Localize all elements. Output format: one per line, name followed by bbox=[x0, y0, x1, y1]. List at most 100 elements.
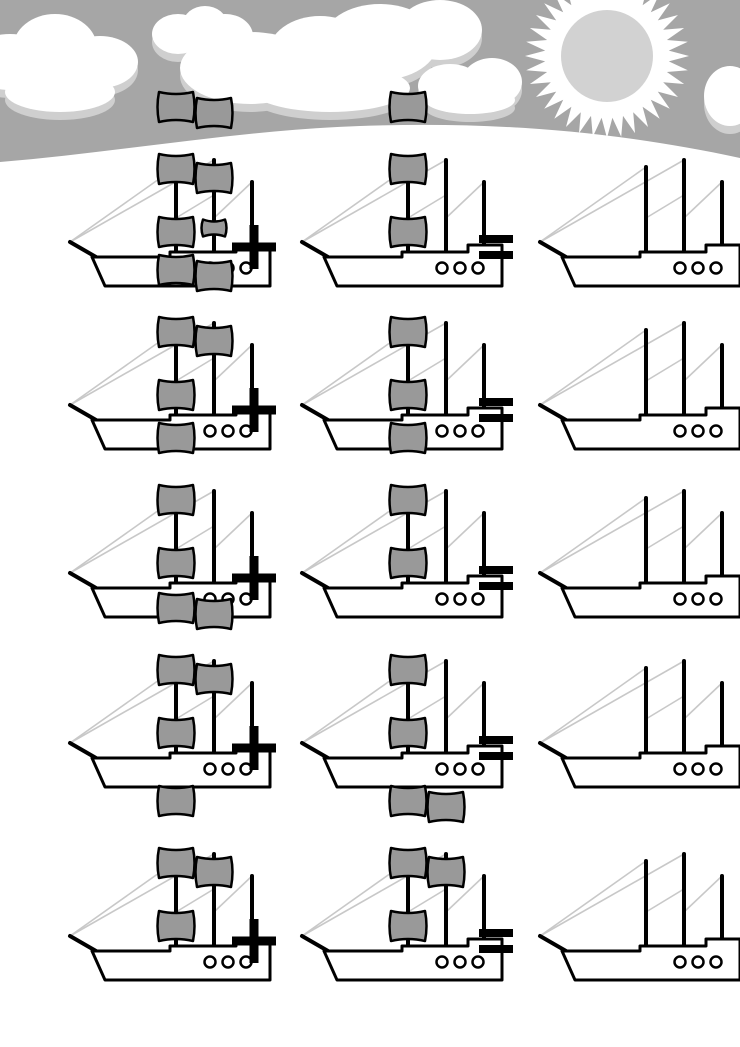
porthole bbox=[673, 424, 687, 438]
porthole bbox=[471, 424, 485, 438]
ship-hull bbox=[560, 937, 740, 982]
ship-answer-blank bbox=[538, 158, 740, 288]
sail bbox=[388, 846, 428, 880]
bowsprit bbox=[300, 741, 330, 760]
porthole bbox=[203, 424, 217, 438]
porthole bbox=[435, 762, 449, 776]
sail bbox=[156, 90, 196, 124]
porthole bbox=[221, 424, 235, 438]
porthole bbox=[709, 955, 723, 969]
sail bbox=[156, 546, 196, 580]
sail bbox=[156, 846, 196, 880]
cloud-icon bbox=[0, 14, 138, 120]
masts bbox=[644, 659, 724, 759]
sail bbox=[156, 909, 196, 943]
sail bbox=[426, 855, 466, 889]
porthole bbox=[435, 424, 449, 438]
sail bbox=[156, 483, 196, 517]
ship-hull bbox=[560, 406, 740, 451]
porthole bbox=[673, 955, 687, 969]
rigging-lines bbox=[539, 490, 723, 574]
sail bbox=[194, 259, 234, 293]
porthole bbox=[709, 424, 723, 438]
porthole bbox=[709, 592, 723, 606]
sail bbox=[194, 96, 234, 130]
bowsprit bbox=[538, 741, 568, 760]
porthole bbox=[691, 592, 705, 606]
sail bbox=[388, 784, 428, 818]
sun-icon bbox=[525, 0, 689, 138]
masts bbox=[644, 321, 724, 421]
plus-sign-icon bbox=[232, 556, 276, 600]
sail bbox=[388, 909, 428, 943]
porthole bbox=[673, 762, 687, 776]
sky-header bbox=[0, 0, 740, 162]
problem-list bbox=[68, 90, 740, 982]
porthole bbox=[691, 424, 705, 438]
cloud-icon bbox=[180, 0, 482, 120]
problem-row bbox=[68, 591, 740, 789]
sail bbox=[194, 597, 234, 631]
bowsprit bbox=[68, 403, 98, 422]
porthole bbox=[221, 955, 235, 969]
rigging-lines bbox=[539, 322, 723, 406]
porthole bbox=[673, 261, 687, 275]
porthole bbox=[691, 261, 705, 275]
problem-row bbox=[68, 784, 740, 982]
ship-answer-blank bbox=[538, 489, 740, 619]
porthole bbox=[453, 955, 467, 969]
sail bbox=[194, 324, 234, 358]
porthole bbox=[221, 762, 235, 776]
cloud-icon bbox=[418, 58, 522, 122]
sail bbox=[388, 653, 428, 687]
ship-addend-2 bbox=[300, 784, 504, 982]
porthole bbox=[471, 261, 485, 275]
bowsprit bbox=[538, 571, 568, 590]
bowsprit bbox=[300, 934, 330, 953]
bowsprit bbox=[68, 240, 98, 259]
bowsprit bbox=[300, 240, 330, 259]
plus-sign-icon bbox=[232, 225, 276, 269]
sail bbox=[156, 716, 196, 750]
plus-sign-icon bbox=[232, 388, 276, 432]
sail bbox=[156, 315, 196, 349]
porthole bbox=[471, 955, 485, 969]
plus-sign-icon bbox=[232, 919, 276, 963]
sail bbox=[156, 215, 196, 249]
sail bbox=[156, 253, 196, 287]
sail bbox=[156, 591, 196, 625]
ship-answer-blank bbox=[538, 659, 740, 789]
porthole bbox=[435, 955, 449, 969]
porthole bbox=[435, 261, 449, 275]
problem-row bbox=[68, 90, 740, 288]
porthole bbox=[453, 762, 467, 776]
rigging-lines bbox=[539, 660, 723, 744]
equals-sign-icon bbox=[479, 736, 513, 760]
ship-hull bbox=[560, 243, 740, 288]
bowsprit bbox=[68, 741, 98, 760]
ship-addend-1 bbox=[68, 591, 272, 789]
porthole bbox=[203, 955, 217, 969]
ship-hull bbox=[322, 243, 504, 288]
ship-answer-blank bbox=[538, 852, 740, 982]
sail bbox=[388, 315, 428, 349]
sail bbox=[156, 653, 196, 687]
ship-addend-2 bbox=[300, 653, 504, 789]
equals-sign-icon bbox=[479, 929, 513, 953]
problem-row bbox=[68, 421, 740, 619]
bowsprit bbox=[68, 571, 98, 590]
sail bbox=[156, 152, 196, 186]
bowsprit bbox=[300, 571, 330, 590]
sail bbox=[194, 855, 234, 889]
bowsprit bbox=[538, 934, 568, 953]
ship-addend-2 bbox=[300, 90, 504, 288]
bowsprit bbox=[538, 403, 568, 422]
masts bbox=[644, 489, 724, 589]
porthole bbox=[453, 424, 467, 438]
sail bbox=[388, 421, 428, 455]
sail bbox=[156, 378, 196, 412]
ship-hull bbox=[322, 574, 504, 619]
ship-addend-1 bbox=[68, 421, 272, 619]
porthole bbox=[471, 762, 485, 776]
